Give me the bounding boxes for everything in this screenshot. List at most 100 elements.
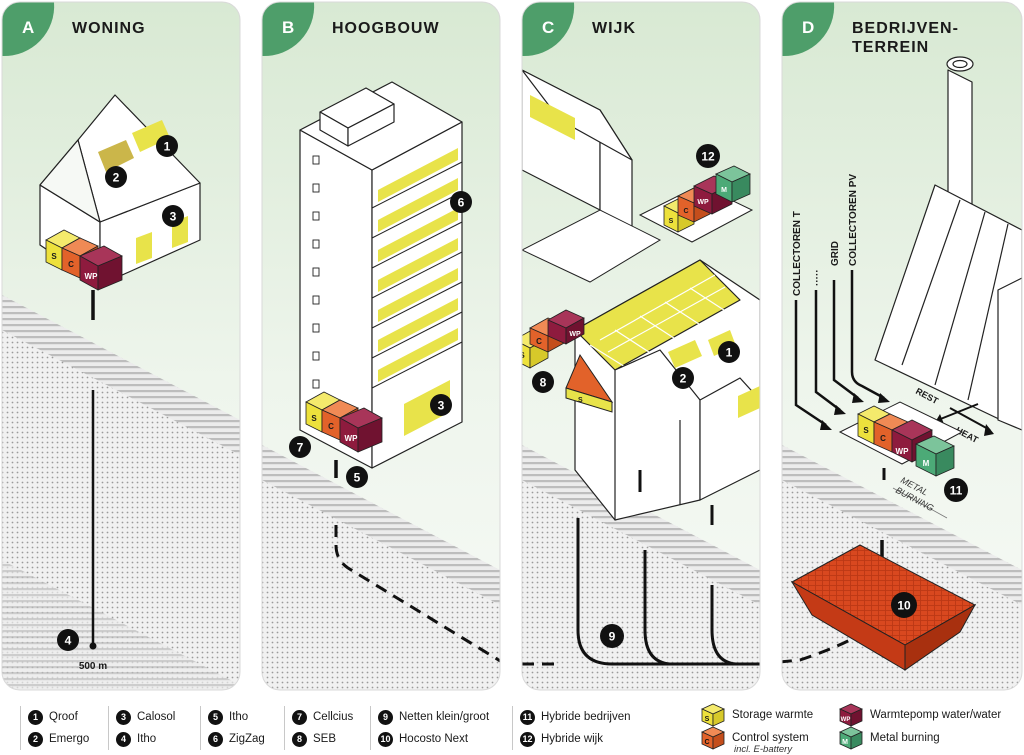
panel-d-title-1: BEDRIJVEN- bbox=[852, 20, 959, 37]
depth-label: 500 m bbox=[79, 661, 107, 672]
panel-d-bedrijventerrein: COLLECTOREN T ····· GRID COLLECTOREN PV … bbox=[782, 2, 1022, 690]
row-houses bbox=[574, 259, 760, 521]
svg-text:WP: WP bbox=[697, 199, 709, 206]
panel-c-title: WIJK bbox=[592, 20, 636, 37]
qroof-panel-c bbox=[668, 340, 702, 368]
panel-a-title: WONING bbox=[72, 20, 146, 37]
modules-c-wijk: S C WP M bbox=[663, 165, 751, 233]
panel-b-title: HOOGBOUW bbox=[332, 20, 440, 37]
svg-text:6: 6 bbox=[458, 196, 465, 210]
svg-text:3: 3 bbox=[170, 210, 177, 224]
svg-text:WP: WP bbox=[896, 447, 910, 456]
svg-text:8: 8 bbox=[540, 376, 547, 390]
svg-text:11: 11 bbox=[950, 484, 963, 498]
modules-d: S C WP M bbox=[857, 405, 955, 477]
module-metal: M bbox=[715, 165, 751, 203]
svg-text:C: C bbox=[536, 337, 542, 346]
factory bbox=[874, 56, 1022, 431]
calosol-panel-1 bbox=[136, 232, 152, 264]
svg-text:10: 10 bbox=[897, 599, 911, 613]
svg-text:C: C bbox=[683, 208, 688, 215]
legend-module-metal: M Metal burning bbox=[838, 726, 940, 750]
emergo-panel bbox=[98, 140, 134, 172]
svg-text:C: C bbox=[704, 739, 709, 746]
collector-pipes bbox=[794, 270, 885, 427]
marker-7: 7 bbox=[289, 436, 311, 458]
svg-text:9: 9 bbox=[609, 630, 616, 644]
svg-text:3: 3 bbox=[438, 399, 445, 413]
svg-text:S: S bbox=[669, 218, 674, 225]
module-heatpump: WP bbox=[79, 245, 123, 291]
label-collectoren-t: COLLECTOREN T bbox=[792, 211, 803, 296]
svg-text:S: S bbox=[863, 426, 869, 435]
network-pipes-c bbox=[576, 470, 760, 666]
panel-c-wijk: S S C bbox=[519, 2, 760, 690]
control-cube-icon: C bbox=[701, 726, 725, 750]
svg-text:C: C bbox=[328, 422, 334, 431]
label-dots: ····· bbox=[812, 269, 823, 286]
panel-d-letter: D bbox=[802, 18, 814, 37]
marker-6: 6 bbox=[450, 191, 472, 213]
legend-control-sublabel: incl. E-battery bbox=[734, 744, 793, 755]
svg-text:M: M bbox=[721, 187, 727, 194]
panel-a-letter: A bbox=[22, 18, 34, 37]
qroof-panel bbox=[132, 120, 170, 152]
svg-text:M: M bbox=[842, 739, 848, 746]
panel-c-badge bbox=[522, 2, 575, 57]
svg-text:WP: WP bbox=[345, 434, 359, 443]
marker-11: 11 bbox=[944, 478, 968, 502]
svg-text:S: S bbox=[311, 414, 317, 423]
panel-b-badge bbox=[262, 2, 315, 57]
panel-b-letter: B bbox=[282, 18, 294, 37]
marker-3: 3 bbox=[162, 205, 184, 227]
calosol-facade-panel bbox=[404, 380, 450, 436]
rest-heat-arrows bbox=[937, 403, 991, 431]
modules-c-seb: S C WP bbox=[519, 309, 585, 369]
marker-1: 1 bbox=[718, 341, 740, 363]
metal-cube-icon: M bbox=[839, 726, 863, 750]
module-heatpump: WP bbox=[339, 407, 383, 453]
module-metal: M bbox=[915, 435, 955, 477]
storage-cube-icon: S bbox=[701, 703, 725, 727]
svg-text:2: 2 bbox=[680, 372, 687, 386]
svg-text:M: M bbox=[923, 459, 930, 468]
modules-b: S C WP bbox=[305, 391, 383, 453]
network-dashed-b bbox=[334, 525, 500, 672]
panel-b-hoogbouw: S C WP B HOOGBOUW 6 3 7 5 bbox=[262, 2, 500, 690]
svg-text:C: C bbox=[68, 260, 74, 269]
marker-2: 2 bbox=[105, 166, 127, 188]
street bbox=[522, 209, 662, 283]
modules-a: S C WP bbox=[45, 229, 123, 291]
svg-text:1: 1 bbox=[164, 140, 171, 154]
panel-c-letter: C bbox=[542, 18, 554, 37]
heatpump-cube-icon: WP bbox=[839, 703, 863, 727]
marker-10: 10 bbox=[891, 592, 917, 618]
qroof-panel-c2 bbox=[708, 330, 736, 356]
svg-text:S: S bbox=[705, 716, 710, 723]
svg-text:S: S bbox=[51, 252, 57, 261]
tower-windows bbox=[312, 155, 320, 389]
back-house-panel bbox=[530, 95, 575, 140]
panel-a-badge bbox=[2, 2, 55, 57]
svg-text:S: S bbox=[519, 351, 525, 360]
marker-12: 12 bbox=[696, 144, 720, 168]
marker-4: 4 bbox=[57, 629, 79, 651]
marker-2: 2 bbox=[672, 367, 694, 389]
marker-5: 5 bbox=[346, 466, 368, 488]
svg-text:WP: WP bbox=[569, 331, 581, 338]
svg-text:S: S bbox=[578, 397, 583, 404]
marker-3: 3 bbox=[430, 394, 452, 416]
svg-text:12: 12 bbox=[701, 150, 715, 164]
hocosto-reservoir bbox=[790, 544, 977, 671]
legend-module-heatpump: WP Warmtepomp water/water bbox=[838, 703, 1001, 727]
svg-text:WP: WP bbox=[85, 272, 99, 281]
panel-d-title-2: TERREIN bbox=[852, 39, 929, 56]
